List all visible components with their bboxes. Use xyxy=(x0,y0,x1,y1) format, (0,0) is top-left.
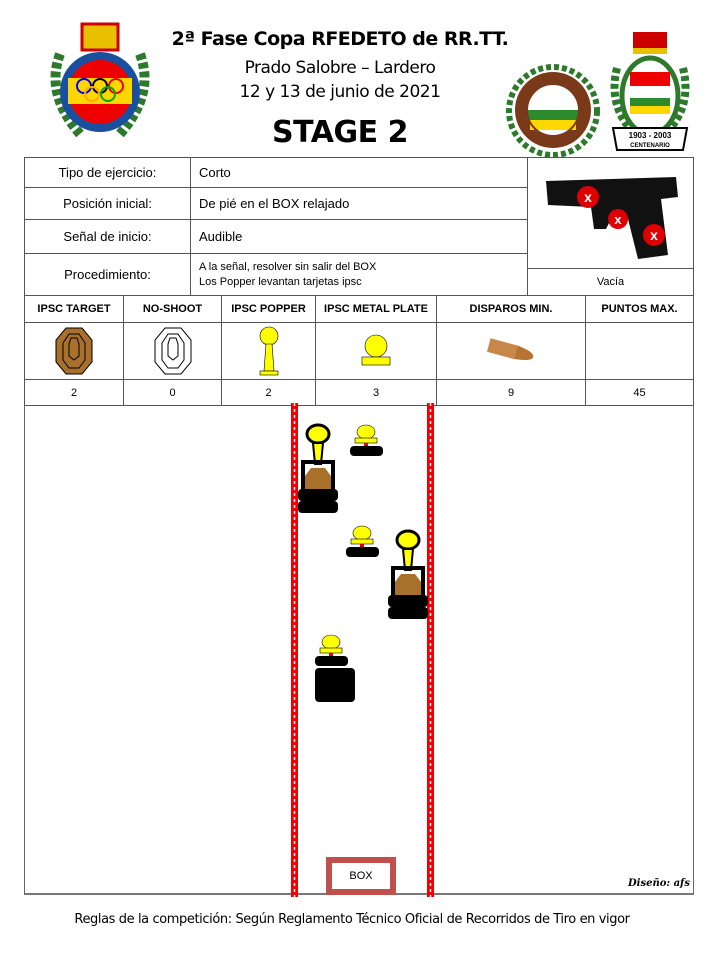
designer-credit: Diseño: afs xyxy=(628,878,690,889)
svg-text:1903 - 2003: 1903 - 2003 xyxy=(629,131,672,140)
event-venue: Prado Salobre – Lardero xyxy=(244,58,436,78)
info-label: Señal de inicio: xyxy=(24,219,191,254)
info-value: Corto xyxy=(190,157,528,188)
procedure-line-2: Los Popper levantan tarjetas ipsc xyxy=(199,275,362,288)
weapon-state: Vacía xyxy=(527,268,694,296)
stage-layout xyxy=(291,403,434,897)
event-title: 2ª Fase Copa RFEDETO de RR.TT. xyxy=(171,28,509,50)
info-label: Posición inicial: xyxy=(24,187,191,220)
info-label: Tipo de ejercicio: xyxy=(24,157,191,188)
bullet-icon xyxy=(486,338,534,361)
info-label: Procedimiento: xyxy=(24,253,191,296)
popper-with-ipsc-target xyxy=(296,423,340,515)
rfedeto-logo xyxy=(50,22,150,138)
event-dates: 12 y 13 de junio de 2021 xyxy=(239,82,441,102)
start-box: BOX xyxy=(326,857,396,895)
svg-text:x: x xyxy=(650,227,658,243)
box-label: BOX xyxy=(349,870,373,882)
col-no-shoot: NO-SHOOT xyxy=(123,295,222,323)
stage-title: STAGE 2 xyxy=(272,115,408,150)
col-disparos-min: DISPAROS MIN. xyxy=(436,295,586,323)
col-puntos-max: PUNTOS MAX. xyxy=(585,295,694,323)
svg-text:x: x xyxy=(584,189,592,205)
info-value: De pié en el BOX relajado xyxy=(190,187,528,220)
no-shoot-icon xyxy=(154,327,191,375)
frto-centenario-logo: 1903 - 2003 CENTENARIO xyxy=(610,32,690,151)
svg-text:x: x xyxy=(614,212,622,227)
icon-cell xyxy=(24,322,124,380)
procedure-line-1: A la señal, resolver sin salir del BOX xyxy=(199,260,377,273)
icon-cell xyxy=(315,322,437,380)
icon-cell xyxy=(123,322,222,380)
metal-plate xyxy=(345,525,380,558)
col-ipsc-popper: IPSC POPPER xyxy=(221,295,316,323)
col-ipsc-target: IPSC TARGET xyxy=(24,295,124,323)
info-value: A la señal, resolver sin salir del BOX L… xyxy=(190,253,528,296)
club-tiro-rioja-alta-logo xyxy=(506,64,600,158)
popper-with-ipsc-target xyxy=(386,529,430,621)
metal-plate-icon xyxy=(361,334,391,366)
metal-plate xyxy=(349,424,384,457)
ipsc-popper-icon xyxy=(259,326,278,376)
icon-cell xyxy=(585,322,694,380)
info-value: Audible xyxy=(190,219,528,254)
icon-cell xyxy=(221,322,316,380)
icon-cell xyxy=(436,322,586,380)
footer-rules: Reglas de la competición: Según Reglamen… xyxy=(74,912,630,927)
col-metal-plate: IPSC METAL PLATE xyxy=(315,295,437,323)
metal-plate xyxy=(314,634,355,702)
fault-line-rope-left xyxy=(291,403,298,897)
pistol-unloaded-icon: x x x xyxy=(545,177,678,259)
puntos-max-value: 45 xyxy=(585,379,694,406)
fault-line-rope-right xyxy=(427,403,434,897)
svg-text:CENTENARIO: CENTENARIO xyxy=(630,143,670,149)
weapon-image-cell: x x x xyxy=(527,157,694,269)
ipsc-target-icon xyxy=(55,327,93,375)
